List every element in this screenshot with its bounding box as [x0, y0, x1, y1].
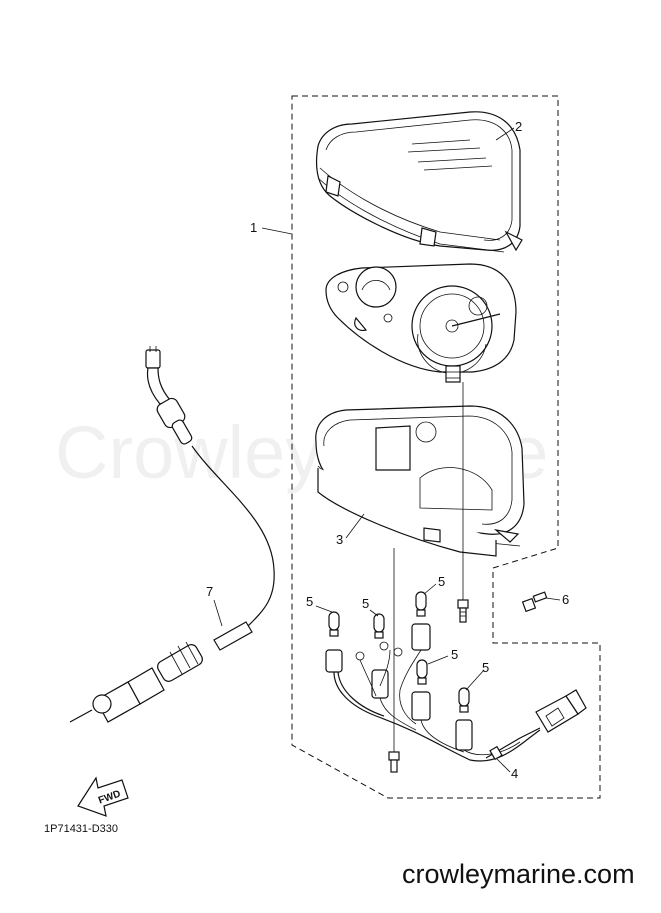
speedometer-cable [69, 346, 275, 723]
bulb-icon [373, 613, 385, 639]
diagram-code: 1P71431-D330 [44, 823, 118, 835]
callout-2: 2 [515, 119, 522, 134]
screw-icon [521, 591, 548, 613]
callout-5b: 5 [362, 596, 369, 611]
speedometer-gauge [325, 263, 517, 383]
callout-7: 7 [206, 584, 213, 599]
callout-5d: 5 [451, 647, 458, 662]
screw-icon [457, 599, 469, 623]
bulb-icon [416, 659, 428, 685]
leader-lines [213, 127, 561, 773]
screw-icon [388, 751, 400, 773]
callout-5e: 5 [482, 660, 489, 675]
callout-4: 4 [511, 766, 518, 781]
callout-3: 3 [336, 532, 343, 547]
footer-site: crowleymarine.com [402, 859, 635, 889]
assembly-boundary [291, 95, 601, 799]
fwd-arrow-icon: FWD [77, 776, 129, 817]
callout-5c: 5 [438, 574, 445, 589]
meter-case [315, 405, 525, 557]
wire-harness [325, 623, 587, 762]
bulb-icon [415, 591, 427, 617]
callout-1: 1 [250, 220, 257, 235]
callout-5a: 5 [306, 594, 313, 609]
bulb-icon [458, 687, 470, 713]
callout-6: 6 [562, 592, 569, 607]
bulb-icon [328, 611, 340, 637]
meter-lens-cover [315, 111, 523, 253]
